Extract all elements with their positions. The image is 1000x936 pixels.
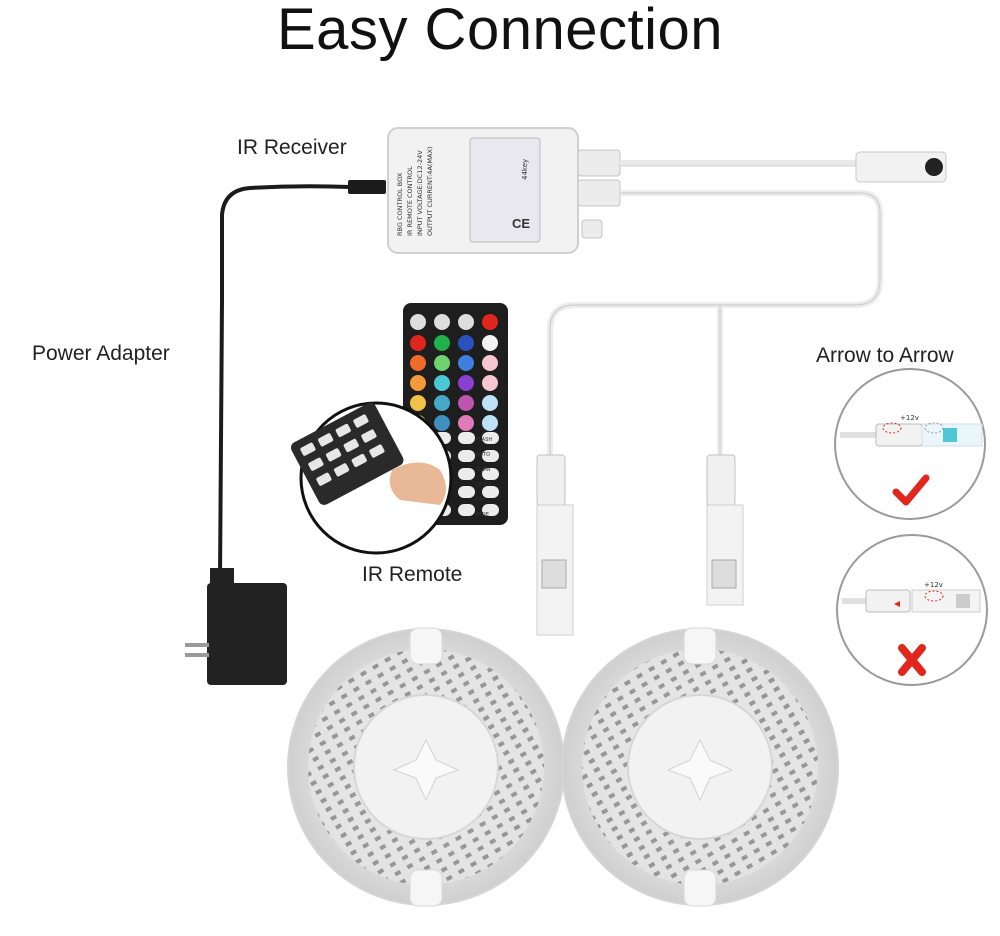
- strip-connector-left: [536, 454, 574, 636]
- control-box-print-1: RBG CONTROL BOX: [396, 172, 404, 236]
- remote-color-button: [410, 375, 426, 391]
- control-box: RBG CONTROL BOX IR REMOTE CONTROL INPUT …: [387, 127, 621, 254]
- arrow-to-arrow-label: Arrow to Arrow: [816, 344, 954, 367]
- remote-function-button: [410, 314, 426, 330]
- cross-icon: [898, 644, 926, 676]
- power-adapter-label: Power Adapter: [32, 342, 170, 365]
- remote-color-button: [458, 415, 474, 431]
- remote-function-button: [434, 314, 450, 330]
- remote-color-button: [434, 335, 450, 351]
- ce-mark: CE: [512, 216, 530, 231]
- remote-mode-button: [458, 450, 475, 462]
- keys-print: 44key: [521, 159, 529, 180]
- remote-color-button: [482, 415, 498, 431]
- ir-receiver-label: IR Receiver: [237, 136, 347, 159]
- remote-mode-button: [482, 432, 499, 444]
- remote-mode-button: [482, 450, 499, 462]
- remote-inset: [290, 401, 453, 555]
- power-adapter: [185, 568, 287, 685]
- remote-mode-label: AUTO: [476, 452, 490, 458]
- correct-connection-example: +12v: [834, 368, 986, 520]
- remote-mode-label: QUICK: [476, 482, 493, 488]
- wrong-voltage-label: +12v: [924, 581, 943, 589]
- remote-mode-button: [482, 504, 499, 516]
- remote-mode-button: [458, 504, 475, 516]
- remote-color-button: [410, 335, 426, 351]
- remote-color-button: [482, 395, 498, 411]
- remote-mode-label: FADE: [476, 512, 489, 518]
- remote-color-button: [410, 395, 426, 411]
- remote-color-button: [434, 395, 450, 411]
- power-cable: [218, 184, 386, 581]
- control-box-print-2: IR REMOTE CONTROL: [406, 166, 414, 236]
- control-box-print-3: INPUT VOLTAGE:DC12-24V: [416, 150, 424, 236]
- page-title: Easy Connection: [277, 0, 723, 62]
- remote-mode-button: [458, 486, 475, 498]
- remote-mode-button: [482, 486, 499, 498]
- ir-receiver-head: [855, 151, 947, 183]
- remote-mode-button: [482, 468, 499, 480]
- remote-color-button: [458, 375, 474, 391]
- strip-connector-right: [706, 454, 744, 606]
- remote-color-button: [482, 375, 498, 391]
- remote-color-button: [458, 335, 474, 351]
- power-plug-connector: [348, 180, 386, 194]
- remote-mode-button: [458, 432, 475, 444]
- remote-color-button: [458, 355, 474, 371]
- led-reel-left: [287, 627, 565, 907]
- correct-voltage-label: +12v: [900, 414, 919, 422]
- remote-function-button: [482, 314, 498, 330]
- wrong-connection-example: +12v: [836, 534, 988, 686]
- remote-mode-button: [458, 468, 475, 480]
- remote-function-button: [458, 314, 474, 330]
- remote-color-button: [482, 355, 498, 371]
- remote-color-button: [458, 395, 474, 411]
- control-box-print-4: OUTPUT CURRENT:4A(MAX): [426, 147, 434, 236]
- remote-color-button: [482, 335, 498, 351]
- led-reel-right: [561, 627, 839, 907]
- remote-mode-label: SLOW: [476, 467, 491, 473]
- remote-mode-label: DIY: [476, 497, 485, 503]
- remote-color-button: [434, 355, 450, 371]
- ir-remote-label: IR Remote: [362, 563, 463, 586]
- remote-color-button: [434, 375, 450, 391]
- remote-mode-label: FLASH: [476, 437, 492, 443]
- remote-color-button: [410, 355, 426, 371]
- remote-color-button: [434, 415, 450, 431]
- checkmark-icon: [892, 474, 930, 506]
